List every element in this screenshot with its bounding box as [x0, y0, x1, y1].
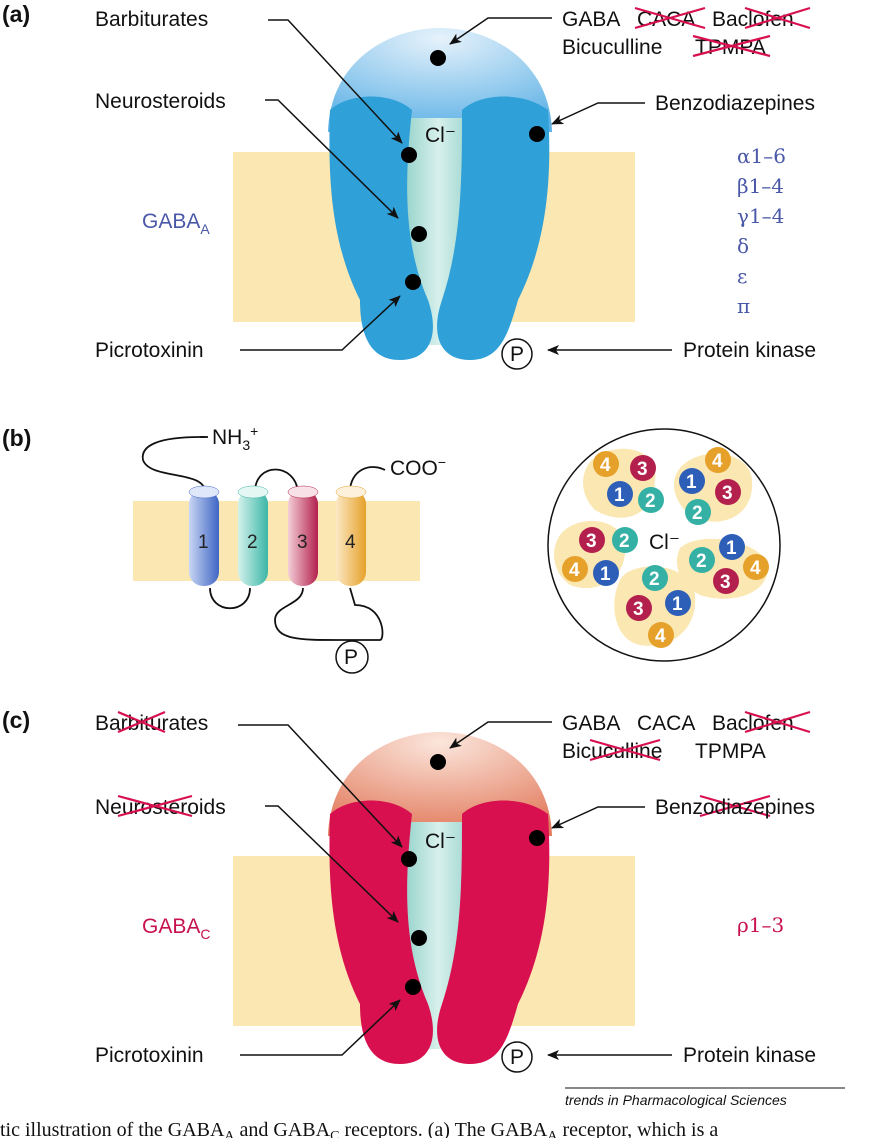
helix-2: 2 [237, 485, 269, 586]
svg-text:3: 3 [720, 572, 731, 593]
panel-a: (a) Cl⁻ Barbiturates Neurosteroids Picro… [2, 1, 816, 370]
svg-text:4: 4 [655, 626, 666, 647]
subunit-gamma: γ1–4 [737, 204, 784, 228]
journal-credit: trends in Pharmacological Sciences [565, 1092, 787, 1108]
binding-site-neurosteroids-a [411, 226, 427, 242]
phospho-label-b: P [344, 646, 358, 669]
cross-marks-a [634, 6, 811, 58]
label-picrotoxinin-c: Picrotoxinin [95, 1044, 204, 1067]
subunit-rho: ρ1–3 [737, 913, 784, 937]
svg-text:3: 3 [722, 483, 733, 504]
loop-1-2 [209, 587, 251, 610]
subunit-list-a: α1–6 β1–4 γ1–4 δ ε π [737, 144, 786, 318]
svg-text:4: 4 [712, 451, 723, 472]
pentamer-top-view: 4 3 1 2 4 1 3 2 3 2 4 1 2 1 3 4 2 3 1 4 … [547, 428, 781, 662]
svg-text:2: 2 [696, 551, 707, 572]
label-protein-kinase-a: Protein kinase [683, 339, 816, 362]
helix-1: 1 [188, 485, 220, 586]
svg-text:2: 2 [645, 491, 656, 512]
svg-text:1: 1 [686, 472, 697, 493]
svg-text:2: 2 [649, 569, 660, 590]
subunit-delta: δ [737, 234, 749, 258]
svg-text:1: 1 [600, 564, 611, 585]
binding-site-benzodiazepines-c [529, 830, 545, 846]
label-benzodiazepines-a: Benzodiazepines [655, 92, 815, 115]
phospho-label-a: P [510, 343, 524, 366]
binding-site-gaba-c [430, 754, 446, 770]
binding-site-barbiturates-a [401, 147, 417, 163]
channel-ion-a: Cl⁻ [425, 124, 456, 147]
svg-text:4: 4 [569, 560, 580, 581]
svg-text:3: 3 [633, 599, 644, 620]
label-barbiturates-a: Barbiturates [95, 8, 208, 31]
panel-b: (b) 1 2 3 4 NH3+ COO− P [2, 423, 781, 674]
subunit-alpha: α1–6 [737, 144, 786, 168]
caption-fragment: tic illustration of the GABAA and GABAC … [0, 1119, 718, 1138]
panel-b-label: (b) [2, 425, 31, 451]
label-benzodiazepines-c: Benzodiazepines [655, 796, 815, 819]
helix-3: 3 [287, 485, 319, 586]
panel-c-label: (c) [2, 707, 30, 733]
channel-ion-c: Cl⁻ [425, 830, 456, 853]
n-terminus-label: NH3+ [212, 423, 258, 453]
helix-label-2: 2 [247, 532, 258, 553]
svg-text:1: 1 [672, 594, 683, 615]
binding-site-picrotoxinin-c [405, 979, 421, 995]
phospho-label-c: P [510, 1046, 524, 1069]
subunit-pi: π [737, 294, 750, 318]
svg-text:3: 3 [637, 459, 648, 480]
cross-marks-c [117, 710, 811, 818]
pore-ion-b: Cl⁻ [649, 531, 680, 554]
binding-site-gaba-a [430, 50, 446, 66]
svg-text:2: 2 [619, 531, 630, 552]
label-picrotoxinin-a: Picrotoxinin [95, 339, 204, 362]
label-barbiturates-c: Barbiturates [95, 712, 208, 735]
binding-site-barbiturates-c [401, 851, 417, 867]
label-caca-c: CACA [637, 712, 695, 735]
helix-4: 4 [335, 485, 367, 586]
label-bicuculline-a: Bicuculline [562, 36, 662, 59]
binding-site-picrotoxinin-a [405, 274, 421, 290]
label-protein-kinase-c: Protein kinase [683, 1044, 816, 1067]
loop-3-4 [274, 587, 384, 641]
label-gaba-c: GABA [562, 712, 620, 735]
panel-a-label: (a) [2, 1, 30, 27]
phospho-site-b [335, 640, 369, 674]
helix-label-1: 1 [198, 532, 209, 553]
svg-text:4: 4 [600, 455, 611, 476]
label-baclofen-c: Baclofen [712, 712, 794, 735]
panel-c: (c) Cl⁻ Barbiturates Neurosteroids Picro… [2, 707, 816, 1073]
loop-2-3 [254, 468, 299, 493]
phospho-site-a [501, 338, 533, 370]
label-tpmpa-c: TPMPA [695, 740, 766, 763]
subunit-right-a [437, 96, 550, 360]
helix-label-4: 4 [345, 532, 356, 553]
helix-label-3: 3 [297, 532, 308, 553]
phospho-site-c [501, 1041, 533, 1073]
subunit-right-c [437, 800, 550, 1064]
subunit-beta: β1–4 [737, 174, 784, 198]
label-baclofen-a: Baclofen [712, 8, 794, 31]
svg-text:3: 3 [586, 531, 597, 552]
subunit-epsilon: ε [737, 264, 747, 288]
binding-site-benzodiazepines-a [529, 126, 545, 142]
c-terminus-label: COO− [390, 454, 446, 480]
svg-text:2: 2 [692, 503, 703, 524]
membrane-b [133, 501, 420, 581]
svg-text:4: 4 [750, 558, 761, 579]
label-neurosteroids-a: Neurosteroids [95, 90, 226, 113]
label-gaba-a: GABA [562, 8, 620, 31]
receptor-name-a: GABAA [142, 210, 210, 237]
binding-site-neurosteroids-c [411, 930, 427, 946]
n-terminal-tail [141, 436, 206, 493]
receptor-name-c: GABAC [142, 915, 210, 942]
svg-text:1: 1 [726, 538, 737, 559]
svg-text:1: 1 [614, 485, 625, 506]
